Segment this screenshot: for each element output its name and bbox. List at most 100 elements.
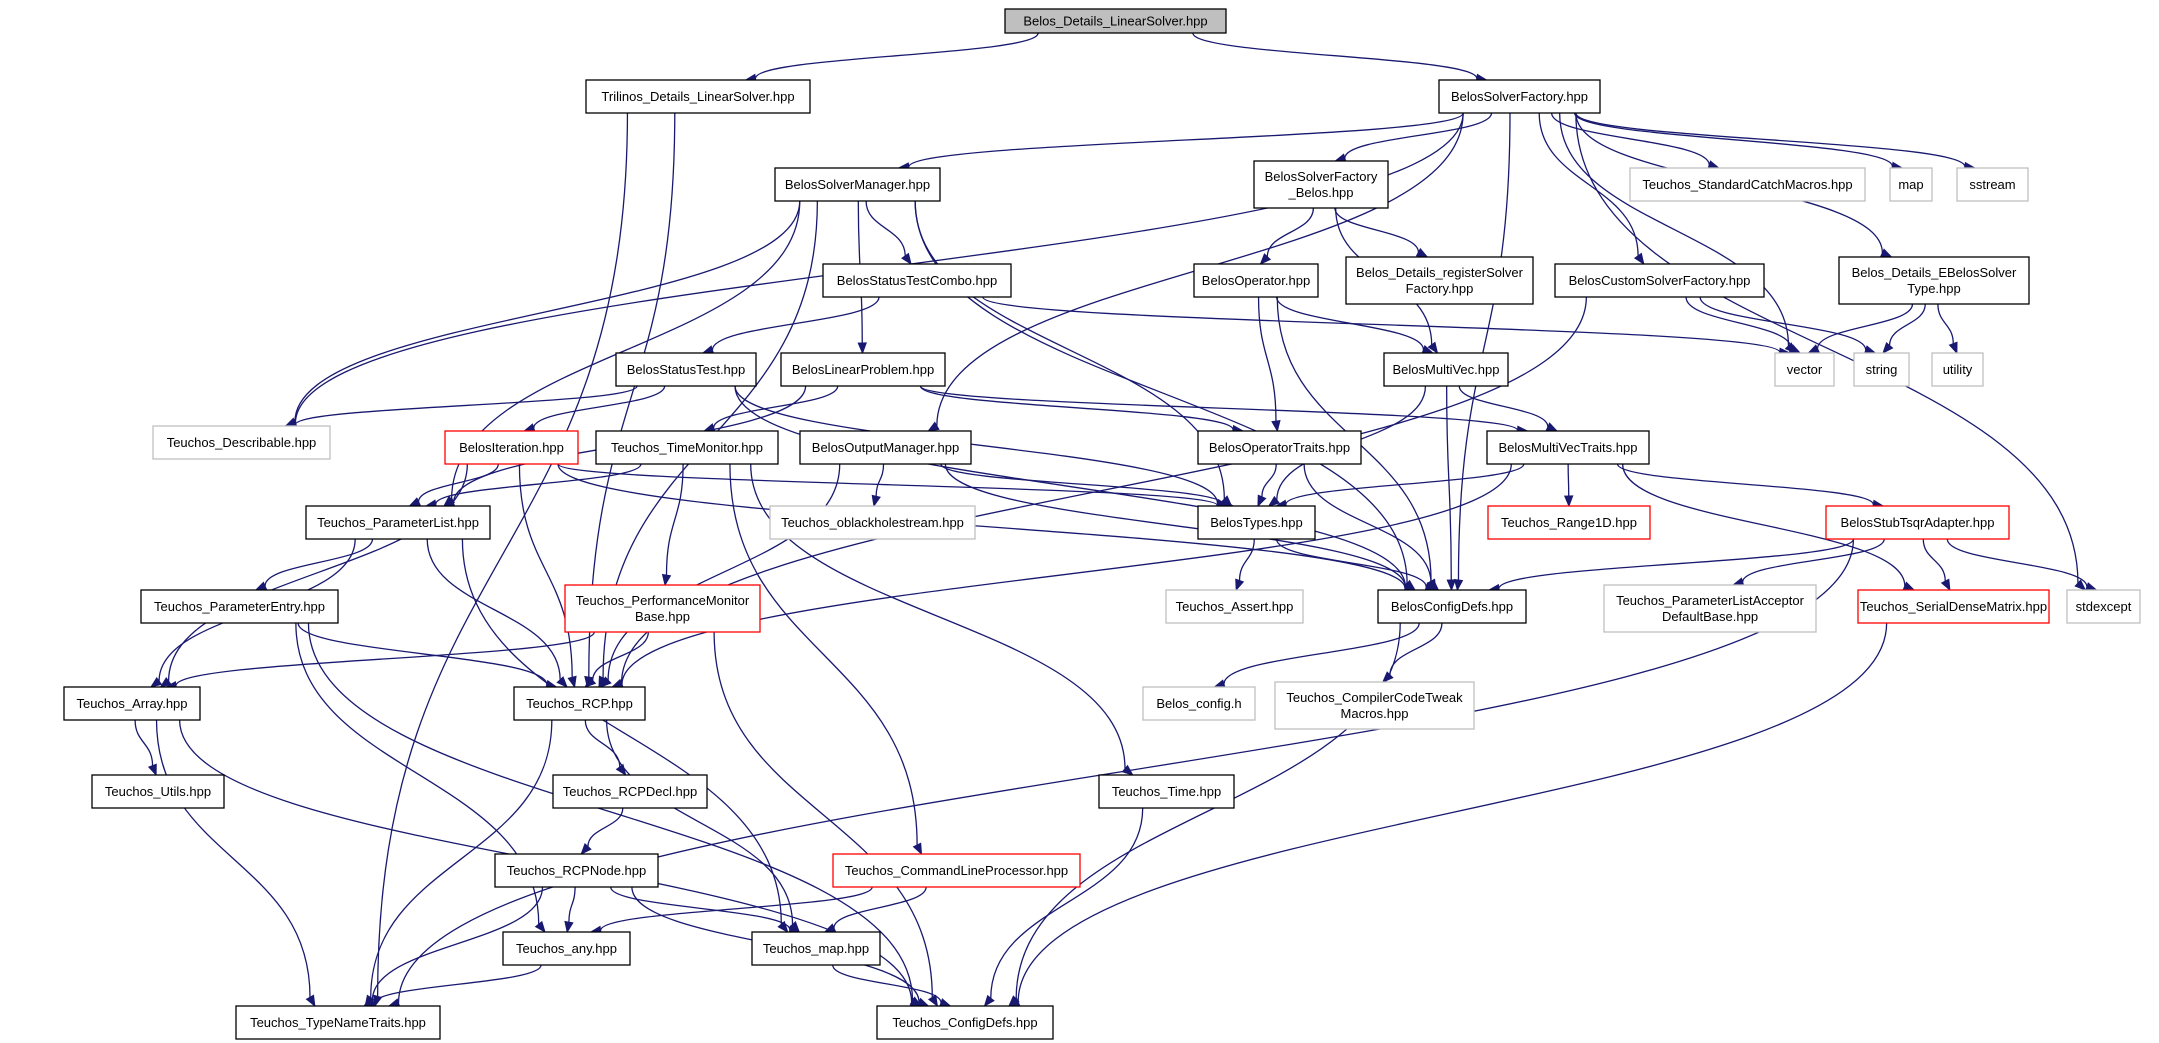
node-box xyxy=(1383,352,1509,387)
edge-arrowhead xyxy=(1257,494,1267,508)
edge-line xyxy=(1946,538,2088,587)
node-vector[interactable]: vector xyxy=(1774,352,1835,387)
node-multiVec[interactable]: BelosMultiVec.hpp xyxy=(1383,352,1509,387)
node-factoryBelos[interactable]: BelosSolverFactory_Belos.hpp xyxy=(1253,160,1389,209)
node-tmap[interactable]: Teuchos_map.hpp xyxy=(751,931,881,966)
node-operator[interactable]: BelosOperator.hpp xyxy=(1193,263,1319,298)
node-box xyxy=(615,352,757,387)
edge-line xyxy=(729,463,918,846)
node-operatorTraits[interactable]: BelosOperatorTraits.hpp xyxy=(1197,430,1362,465)
node-rcpNode[interactable]: Teuchos_RCPNode.hpp xyxy=(494,853,659,888)
node-label: map xyxy=(1898,177,1923,192)
node-label-line: Teuchos_Assert.hpp xyxy=(1176,599,1294,614)
node-label-line: BelosOperatorTraits.hpp xyxy=(1209,440,1350,455)
edge-line xyxy=(832,964,942,1003)
edge-arrowhead xyxy=(1259,253,1272,265)
node-label-line: _Belos.hpp xyxy=(1287,185,1353,200)
edge-line xyxy=(533,385,666,429)
node-parameterList[interactable]: Teuchos_ParameterList.hpp xyxy=(305,505,491,540)
node-customFactory[interactable]: BelosCustomSolverFactory.hpp xyxy=(1554,263,1765,298)
node-catchMacros[interactable]: Teuchos_StandardCatchMacros.hpp xyxy=(1629,167,1866,202)
node-label-line: Type.hpp xyxy=(1907,281,1961,296)
node-array[interactable]: Teuchos_Array.hpp xyxy=(63,686,201,721)
edge-arrowhead xyxy=(1948,341,1958,355)
node-map[interactable]: map xyxy=(1889,167,1933,202)
node-root[interactable]: Belos_Details_LinearSolver.hpp xyxy=(1004,8,1227,34)
edge-linearProblem-to-timeMonitor xyxy=(702,385,839,433)
edge-line xyxy=(167,463,468,682)
node-parameterEntry[interactable]: Teuchos_ParameterEntry.hpp xyxy=(140,589,339,624)
node-multiVecTraits[interactable]: BelosMultiVecTraits.hpp xyxy=(1486,430,1650,465)
node-cmdLine[interactable]: Teuchos_CommandLineProcessor.hpp xyxy=(832,853,1081,888)
edge-array-to-utils xyxy=(134,719,157,777)
edge-arrowhead xyxy=(564,920,574,934)
node-utility[interactable]: utility xyxy=(1931,352,1984,387)
node-label-line: Teuchos_Describable.hpp xyxy=(167,435,317,450)
edge-arrowhead xyxy=(567,675,577,689)
node-label: BelosLinearProblem.hpp xyxy=(792,362,934,377)
node-label-line: Teuchos_TypeNameTraits.hpp xyxy=(250,1015,426,1030)
node-label: BelosStubTsqrAdapter.hpp xyxy=(1841,515,1995,530)
node-label: BelosOutputManager.hpp xyxy=(812,440,959,455)
node-box xyxy=(1889,167,1933,202)
node-statusCombo[interactable]: BelosStatusTestCombo.hpp xyxy=(822,263,1012,298)
node-range1d[interactable]: Teuchos_Range1D.hpp xyxy=(1487,505,1651,540)
edge-root-to-factory xyxy=(1192,32,1488,84)
node-iteration[interactable]: BelosIteration.hpp xyxy=(444,430,579,465)
edge-line xyxy=(372,964,542,1005)
node-box xyxy=(235,1005,441,1040)
node-label-line: map xyxy=(1898,177,1923,192)
node-factory[interactable]: BelosSolverFactory.hpp xyxy=(1438,79,1601,114)
node-belosConfig[interactable]: Belos_config.h xyxy=(1142,686,1256,721)
node-serialDense[interactable]: Teuchos_SerialDenseMatrix.hpp xyxy=(1857,589,2050,624)
node-string[interactable]: string xyxy=(1853,352,1910,387)
edge-arrowhead xyxy=(871,494,881,508)
node-statusTest[interactable]: BelosStatusTest.hpp xyxy=(615,352,757,387)
node-outputManager[interactable]: BelosOutputManager.hpp xyxy=(799,430,972,465)
node-label-line: BelosSolverFactory xyxy=(1265,169,1378,184)
node-linearProblem[interactable]: BelosLinearProblem.hpp xyxy=(780,352,946,387)
edge-arrowhead xyxy=(661,573,672,587)
node-assert[interactable]: Teuchos_Assert.hpp xyxy=(1165,589,1304,624)
edge-outputManager-to-rcp xyxy=(599,463,841,688)
edge-manager-to-configDefs xyxy=(914,200,1417,591)
node-stdexcept[interactable]: stdexcept xyxy=(2066,589,2141,624)
edge-line xyxy=(711,296,880,351)
node-label-line: BelosSolverFactory.hpp xyxy=(1451,89,1588,104)
edge-outputManager-to-oblack xyxy=(871,463,885,508)
node-describable[interactable]: Teuchos_Describable.hpp xyxy=(152,425,331,460)
node-box xyxy=(1193,263,1319,298)
edge-line xyxy=(621,463,1512,685)
node-rcpDecl[interactable]: Teuchos_RCPDecl.hpp xyxy=(552,774,708,809)
edge-factory-to-configDefs xyxy=(1453,112,1511,592)
node-timeMonitor[interactable]: Teuchos_TimeMonitor.hpp xyxy=(595,430,779,465)
node-time[interactable]: Teuchos_Time.hpp xyxy=(1098,774,1235,809)
node-stubTsqr[interactable]: BelosStubTsqrAdapter.hpp xyxy=(1825,505,2010,540)
edge-serialDense-to-teuchosConfigDefs xyxy=(1007,622,1888,1007)
node-types[interactable]: BelosTypes.hpp xyxy=(1197,505,1316,540)
edge-line xyxy=(1567,463,1570,497)
node-teuchosConfigDefs[interactable]: Teuchos_ConfigDefs.hpp xyxy=(876,1005,1054,1040)
node-utils[interactable]: Teuchos_Utils.hpp xyxy=(91,774,225,809)
node-trilinos[interactable]: Trilinos_Details_LinearSolver.hpp xyxy=(585,79,811,114)
edge-multiVec-to-multiVecTraits xyxy=(1458,385,1559,432)
edge-line xyxy=(990,807,1144,999)
node-manager[interactable]: BelosSolverManager.hpp xyxy=(774,167,941,202)
edge-arrowhead xyxy=(777,920,789,934)
node-box xyxy=(1956,167,2029,202)
node-typeNameTraits[interactable]: Teuchos_TypeNameTraits.hpp xyxy=(235,1005,441,1040)
edge-line xyxy=(1616,463,1874,505)
node-any[interactable]: Teuchos_any.hpp xyxy=(502,931,631,966)
node-label-line: BelosConfigDefs.hpp xyxy=(1391,599,1513,614)
node-label: Teuchos_ParameterList.hpp xyxy=(317,515,479,530)
node-rcp[interactable]: Teuchos_RCP.hpp xyxy=(513,686,646,721)
node-configDefs[interactable]: BelosConfigDefs.hpp xyxy=(1377,589,1527,624)
node-sstream[interactable]: sstream xyxy=(1956,167,2029,202)
node-oblack[interactable]: Teuchos_oblackholestream.hpp xyxy=(769,505,976,540)
